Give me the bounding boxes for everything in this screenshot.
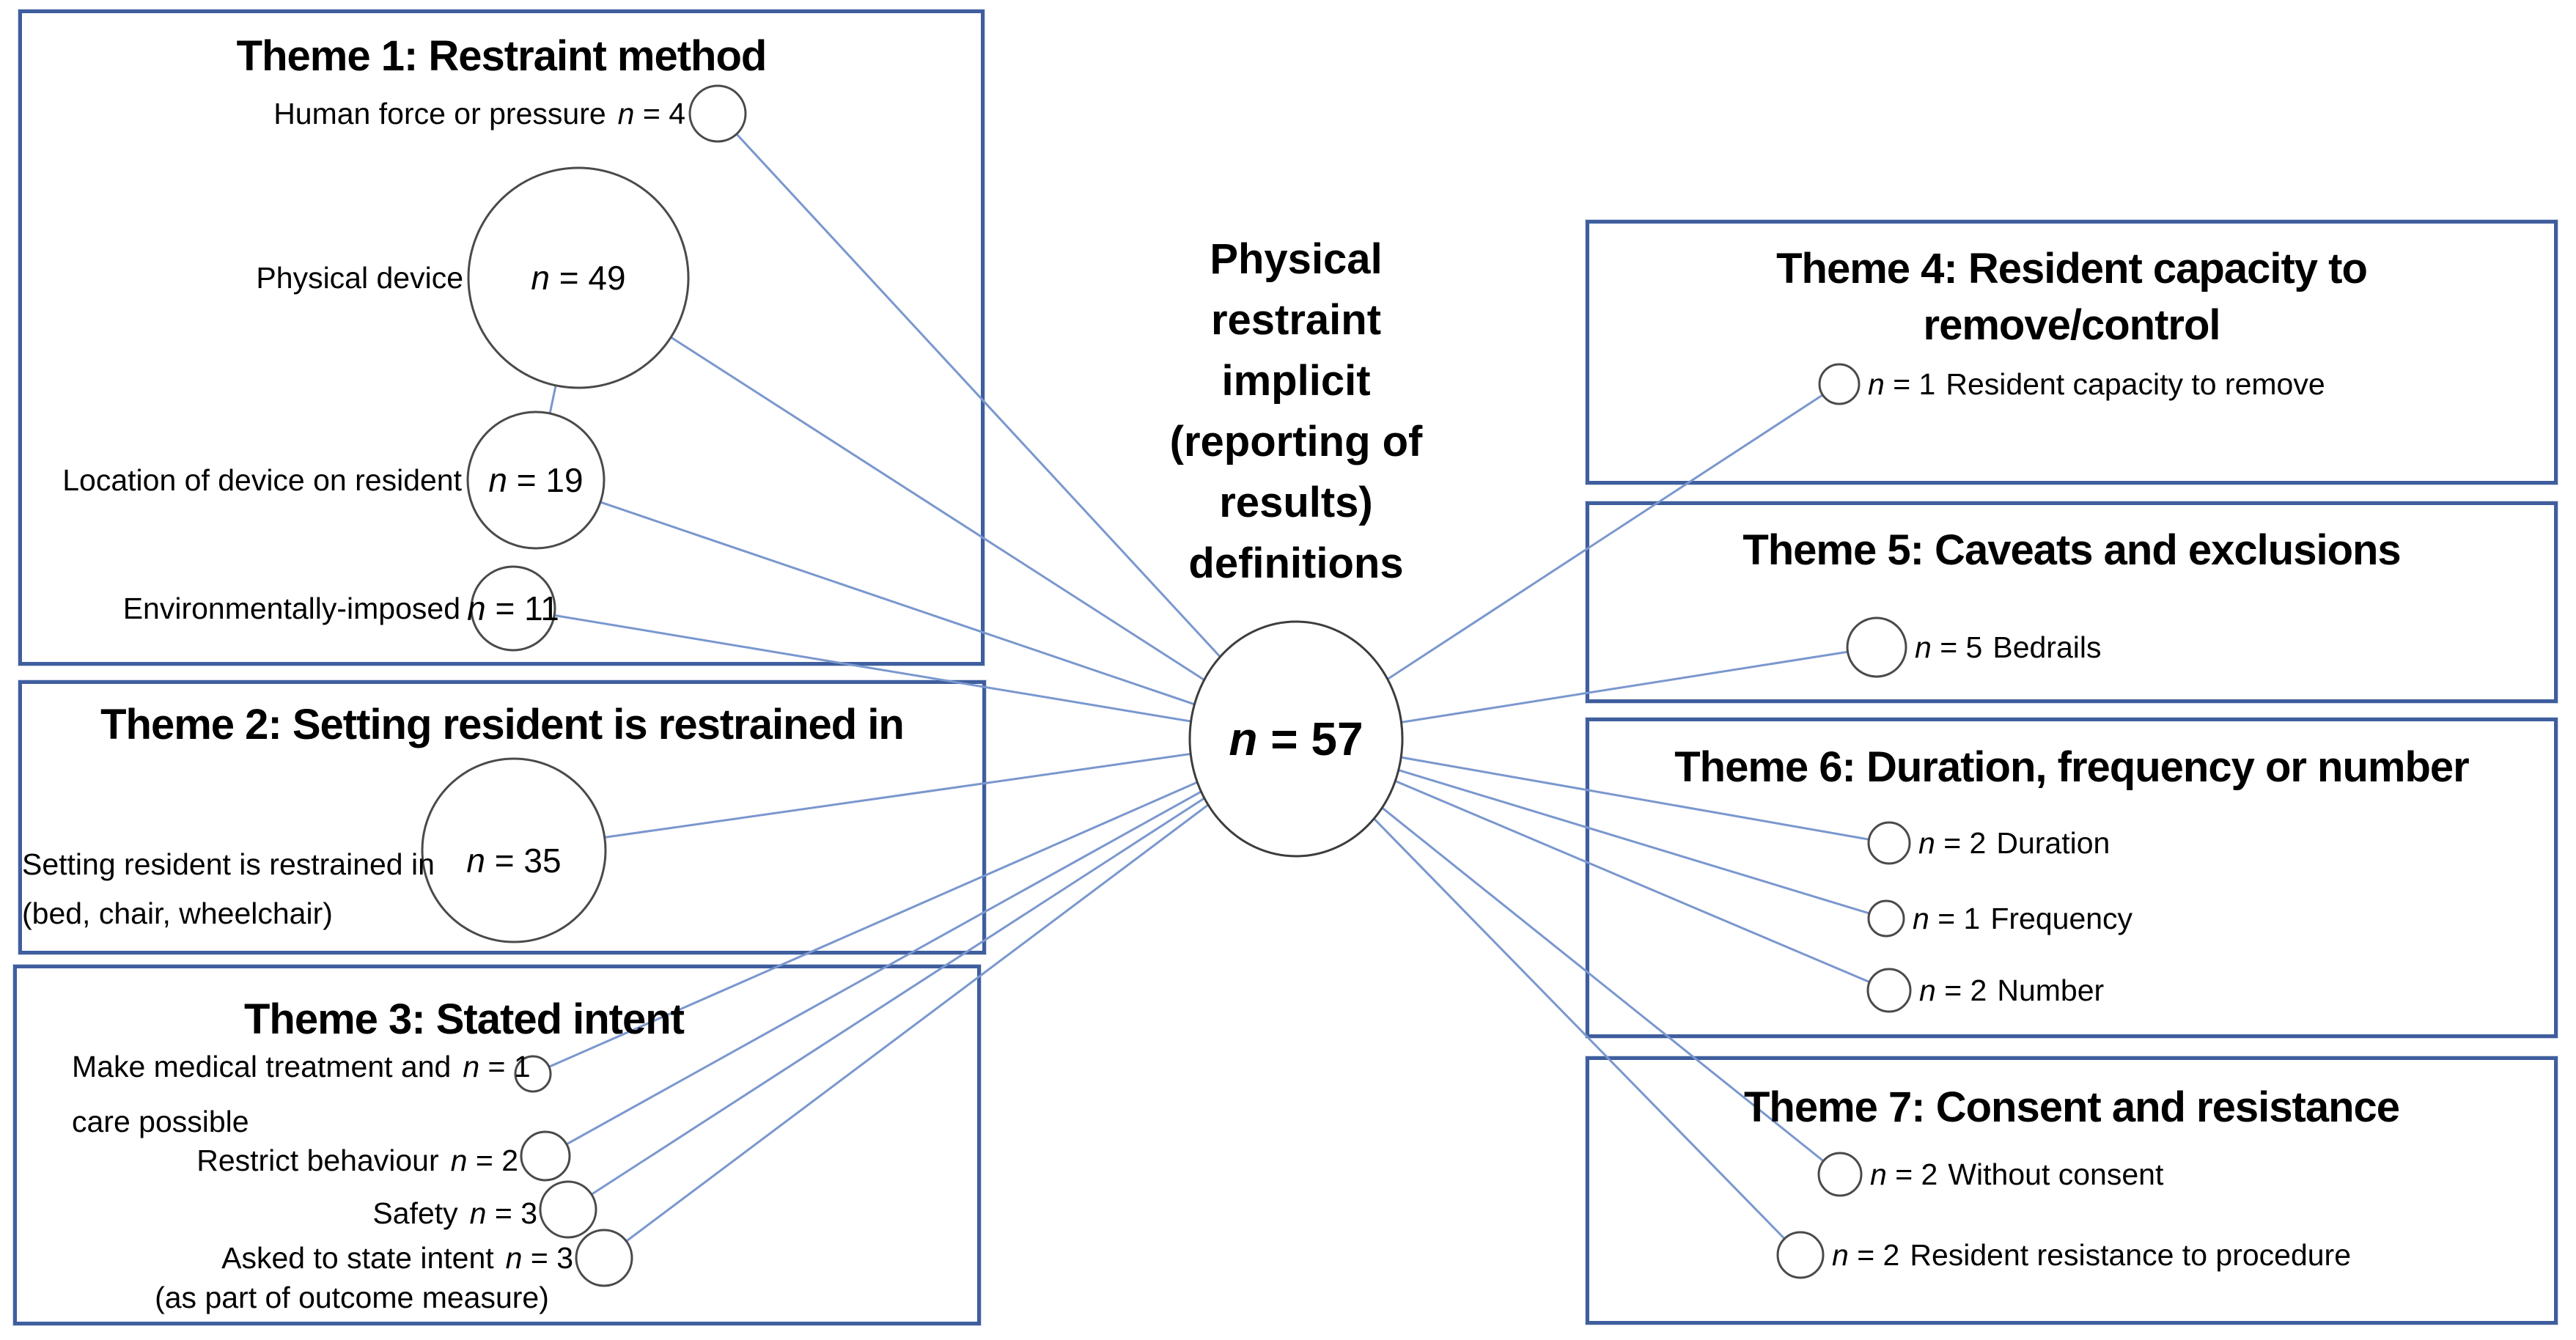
n-value: n = 2 (1832, 1238, 1900, 1272)
label-setting-line1: Setting resident is restrained in (22, 847, 435, 881)
theme7-title: Theme 7: Consent and resistance (1743, 1083, 2400, 1131)
label-consent: n = 2 Without consent (1870, 1157, 2163, 1192)
label-asked: Asked to state intent n = 3 (133, 1240, 573, 1275)
label-text: Location of device on resident (62, 463, 462, 497)
theme4-title-line2: remove/control (1923, 301, 2221, 349)
theme4-title-line1: Theme 4: Resident capacity to (1776, 245, 2368, 292)
central-heading-line: implicit (1221, 357, 1371, 405)
label-duration: n = 2 Duration (1918, 825, 2110, 861)
central-n-value: n = 57 (1229, 713, 1364, 765)
label-frequency: n = 1 Frequency (1913, 901, 2132, 936)
central-heading: Physical restraint implicit (reporting o… (1076, 229, 1516, 594)
central-heading-line: restraint (1210, 296, 1382, 344)
n-value: n = 2 (1870, 1157, 1938, 1191)
label-capacity: n = 1 Resident capacity to remove (1868, 367, 2325, 402)
label-location: Location of device on resident (22, 463, 462, 498)
label-medical-line2: care possible (72, 1105, 249, 1138)
label-text: Physical device (256, 261, 463, 295)
label-text: Human force or pressure (273, 97, 606, 130)
label-physical-device: Physical device (97, 260, 463, 295)
n-value-location: n = 19 (488, 461, 584, 499)
n-value: n = 2 (1919, 973, 1987, 1007)
n-value-environment: n = 11 (467, 589, 559, 627)
n-value-physical-device: n = 49 (531, 259, 626, 297)
n-value: n = 1 (463, 1050, 531, 1083)
n-value: n = 2 (450, 1144, 518, 1177)
n-value-setting: n = 35 (466, 842, 562, 880)
n-value: n = 3 (469, 1196, 537, 1230)
central-heading-line: (reporting of (1169, 418, 1423, 465)
label-text: Resident resistance to procedure (1910, 1238, 2352, 1272)
n-value: n = 5 (1915, 630, 1983, 664)
label-setting-line2: (bed, chair, wheelchair) (22, 897, 333, 930)
label-medical: Make medical treatment and n = 1 (72, 1049, 531, 1084)
label-asked-note: (as part of outcome measure) (155, 1281, 549, 1314)
n-value: n = 1 (1868, 367, 1936, 401)
label-human-force: Human force or pressure n = 4 (246, 96, 685, 131)
label-restrict: Restrict behaviour n = 2 (78, 1143, 518, 1178)
label-safety: Safety n = 3 (97, 1196, 537, 1231)
label-resistance: n = 2 Resident resistance to procedure (1832, 1237, 2351, 1273)
theme4-title: Theme 4: Resident capacity to remove/con… (1586, 240, 2558, 353)
label-environment: Environmentally-imposed (21, 591, 460, 626)
label-text: Duration (1996, 826, 2111, 860)
theme2-title: Theme 2: Setting resident is restrained … (100, 701, 905, 748)
n-value: n = 3 (505, 1241, 573, 1275)
label-text: Restrict behaviour (196, 1144, 439, 1177)
theme5-title: Theme 5: Caveats and exclusions (1743, 526, 2401, 574)
n-value: n = 1 (1913, 902, 1981, 935)
label-text: Frequency (1990, 902, 2133, 935)
label-text: Environmentally-imposed (122, 592, 460, 625)
central-heading-line: Physical (1210, 235, 1383, 283)
label-text: Make medical treatment and (72, 1050, 452, 1083)
central-heading-line: definitions (1188, 540, 1404, 587)
label-text: Asked to state intent (221, 1241, 494, 1275)
theme1-title: Theme 1: Restraint method (236, 32, 768, 80)
label-text: Number (1997, 973, 2105, 1007)
label-text: Bedrails (1992, 630, 2102, 664)
label-text: Resident capacity to remove (1946, 367, 2325, 401)
label-text: Safety (372, 1196, 458, 1230)
theme3-title: Theme 3: Stated intent (244, 995, 685, 1043)
label-bedrails: n = 5 Bedrails (1915, 630, 2101, 665)
central-heading-line: results) (1219, 479, 1373, 526)
theme6-title: Theme 6: Duration, frequency or number (1674, 743, 2470, 791)
label-text: Without consent (1948, 1157, 2164, 1191)
n-value: n = 4 (617, 97, 685, 130)
label-number: n = 2 Number (1919, 973, 2104, 1008)
n-value: n = 2 (1918, 826, 1987, 860)
